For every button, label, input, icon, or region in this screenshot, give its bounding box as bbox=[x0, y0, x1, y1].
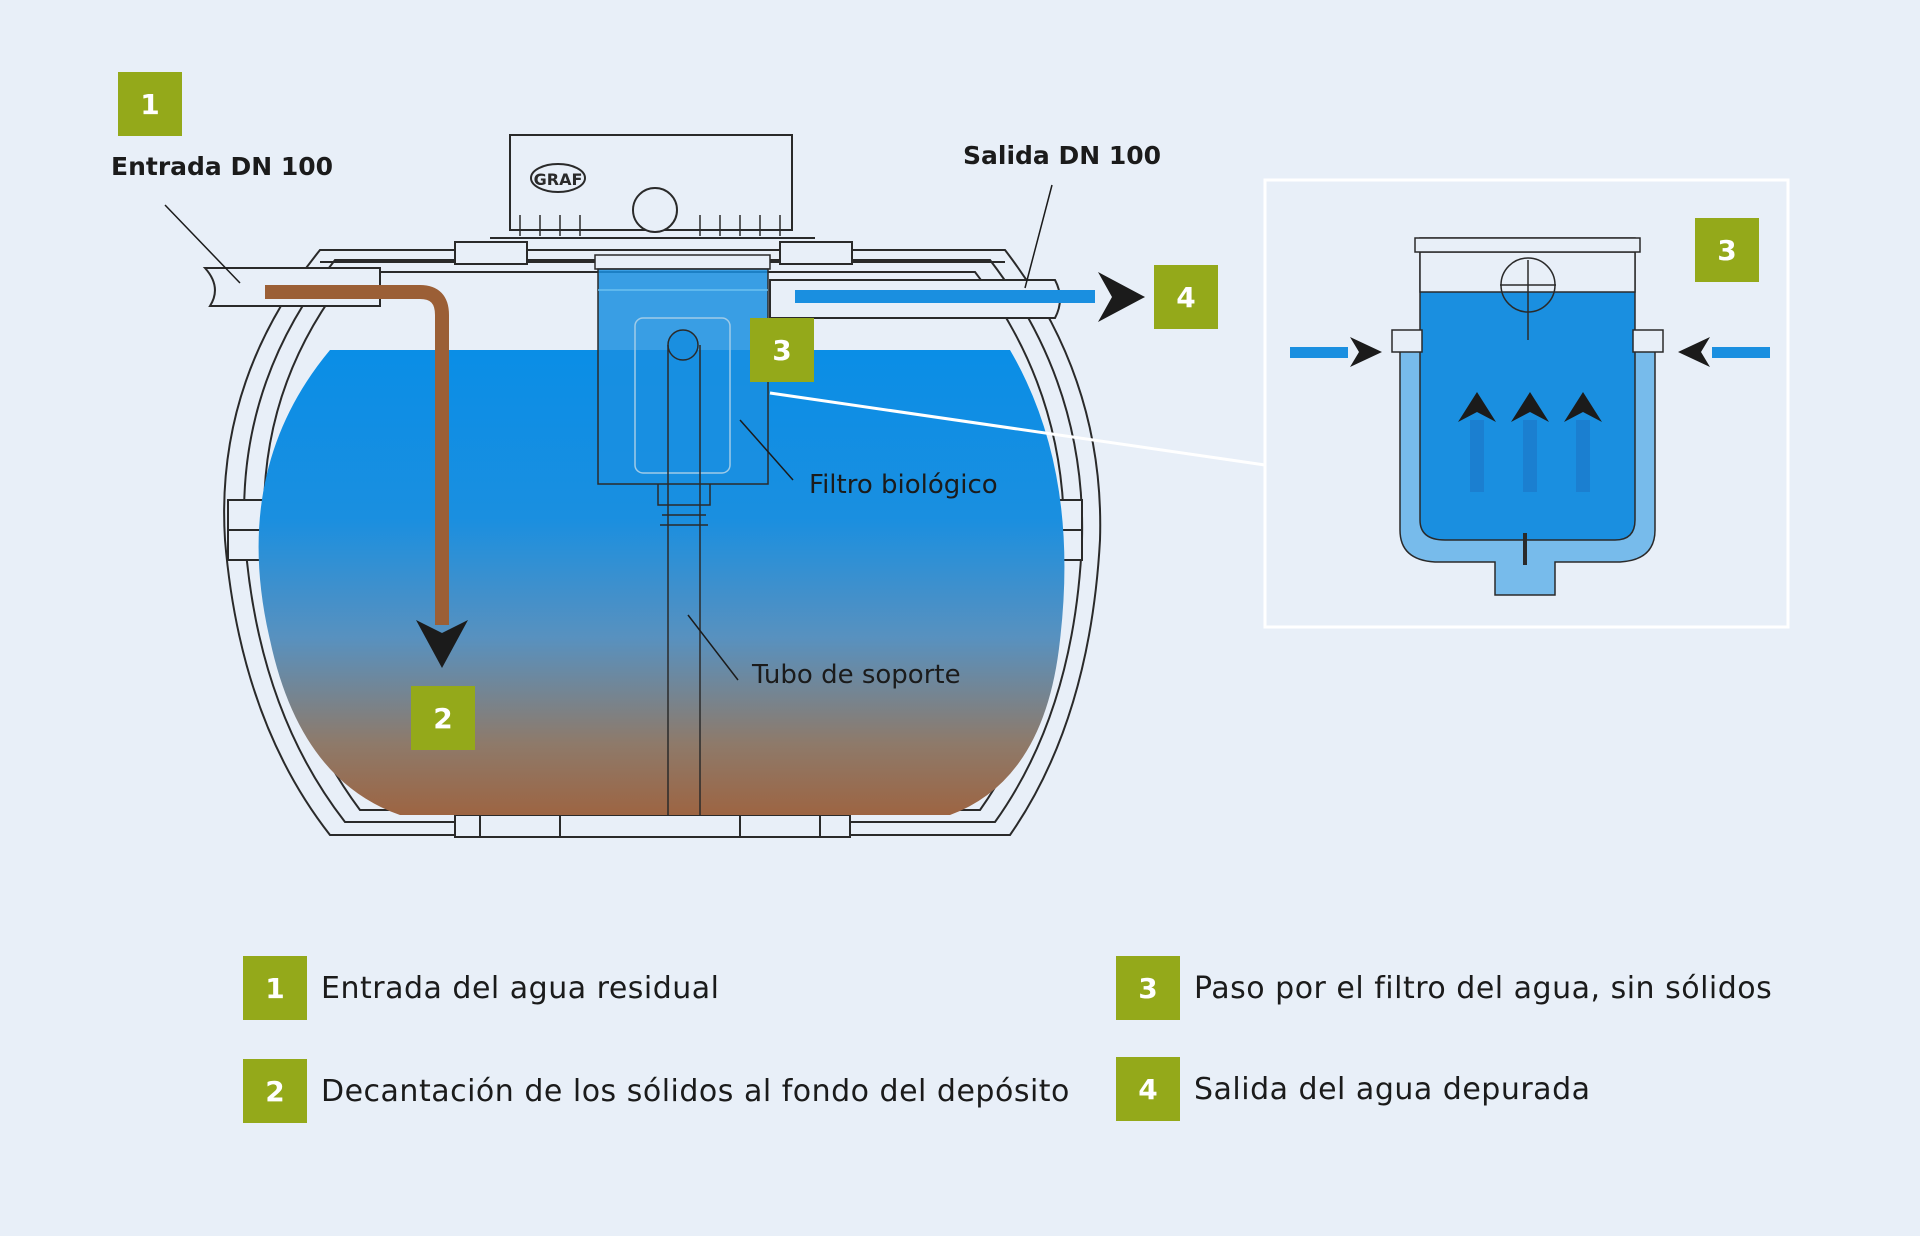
legend-badge-2: 2 bbox=[243, 1059, 307, 1123]
leader-lines bbox=[164, 184, 1053, 681]
support-tube-label: Tubo de soporte bbox=[752, 660, 961, 690]
outlet-arrow-icon bbox=[1098, 272, 1145, 322]
outlet-label: Salida DN 100 bbox=[963, 141, 1162, 170]
settling-arrow-icon bbox=[416, 620, 468, 668]
inflow-left-arrow-icon bbox=[1350, 337, 1382, 367]
access-dome bbox=[454, 134, 853, 265]
inflow-right bbox=[1712, 347, 1770, 358]
legend-item-2: 2 Decantación de los sólidos al fondo de… bbox=[243, 1059, 1070, 1123]
legend-text-2: Decantación de los sólidos al fondo del … bbox=[321, 1073, 1070, 1109]
badge-3-detail: 3 bbox=[1695, 218, 1759, 282]
inflow-right-arrow-icon bbox=[1678, 337, 1710, 367]
inlet-label: Entrada DN 100 bbox=[111, 152, 334, 181]
upflow-arrow-heads bbox=[1458, 392, 1602, 422]
support-tube bbox=[660, 345, 708, 815]
legend-text-4: Salida del agua depurada bbox=[1194, 1071, 1591, 1107]
legend-item-1: 1 Entrada del agua residual bbox=[243, 956, 720, 1020]
upflow-arrows bbox=[1470, 420, 1590, 492]
legend-item-4: 4 Salida del agua depurada bbox=[1116, 1057, 1591, 1121]
inlet-flow bbox=[265, 285, 449, 625]
filter-detail bbox=[1391, 237, 1664, 596]
detail-connector bbox=[769, 391, 1266, 467]
legend-badge-3: 3 bbox=[1116, 956, 1180, 1020]
legend-item-3: 3 Paso por el filtro del agua, sin sólid… bbox=[1116, 956, 1772, 1020]
biological-filter bbox=[594, 254, 771, 506]
brand-logo: GRAF bbox=[534, 170, 583, 189]
legend-badge-4: 4 bbox=[1116, 1057, 1180, 1121]
tank-shell bbox=[223, 249, 1102, 838]
inflow-left bbox=[1290, 347, 1348, 358]
badge-3: 3 bbox=[750, 318, 814, 382]
legend-text-3: Paso por el filtro del agua, sin sólidos bbox=[1194, 970, 1773, 1006]
badge-4: 4 bbox=[1154, 265, 1218, 329]
outlet-flow bbox=[795, 290, 1095, 303]
legend-text-1: Entrada del agua residual bbox=[321, 970, 720, 1006]
badge-1: 1 bbox=[118, 72, 182, 136]
badge-2: 2 bbox=[411, 686, 475, 750]
legend-badge-1: 1 bbox=[243, 956, 307, 1020]
filter-label: Filtro biológico bbox=[809, 470, 998, 500]
